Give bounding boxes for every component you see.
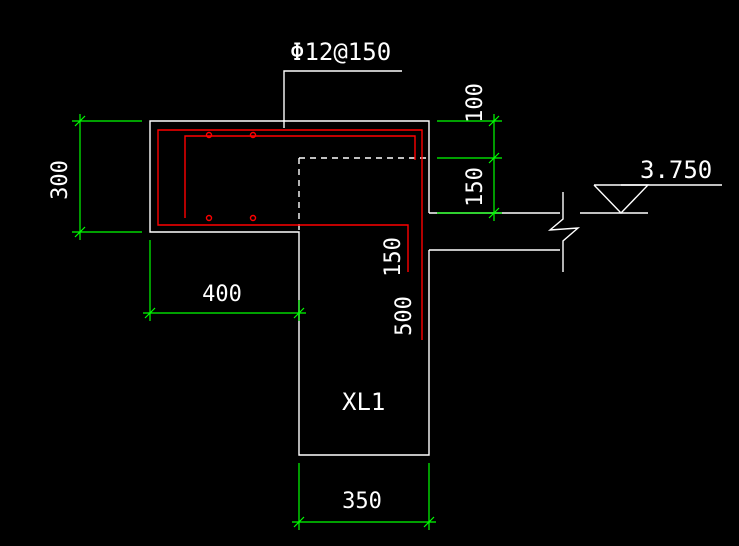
rebar-inner xyxy=(184,135,416,218)
dim-tick xyxy=(293,516,305,528)
dim-text-left-height: 300 xyxy=(48,160,73,200)
elevation-triangle xyxy=(593,184,650,215)
dim-tick xyxy=(74,115,86,127)
rebar-dot xyxy=(205,214,213,222)
dim-text-rebar-anchor: 500 xyxy=(392,296,417,336)
elevation-label: 3.750 xyxy=(640,156,712,184)
dim-text-width-bottom: 350 xyxy=(342,489,382,514)
dimension-lines xyxy=(72,114,502,530)
dim-tick xyxy=(488,152,500,164)
rebar-dot xyxy=(205,131,213,139)
rebar-spec-label: Φ12@150 xyxy=(290,38,391,66)
dim-tick xyxy=(488,207,500,219)
rebar-lines xyxy=(157,129,423,340)
beam-mark-label: XL1 xyxy=(342,388,385,416)
rebar-leader-line xyxy=(283,70,402,128)
dim-tick xyxy=(293,307,305,319)
outline-main xyxy=(149,120,430,456)
dim-text-step-height: 150 xyxy=(463,167,488,207)
dim-tick xyxy=(423,516,435,528)
rebar-outer xyxy=(157,129,423,340)
concrete-outline xyxy=(149,70,722,456)
rebar-dot xyxy=(249,214,257,222)
dim-text-width-left: 400 xyxy=(202,282,242,307)
dim-tick xyxy=(488,115,500,127)
rebar-dot xyxy=(249,131,257,139)
dim-tick xyxy=(144,307,156,319)
break-line-symbol xyxy=(547,192,581,272)
dim-text-top-thickness: 100 xyxy=(463,83,488,123)
dim-tick xyxy=(74,226,86,238)
dim-text-rebar-hook: 150 xyxy=(381,237,406,277)
